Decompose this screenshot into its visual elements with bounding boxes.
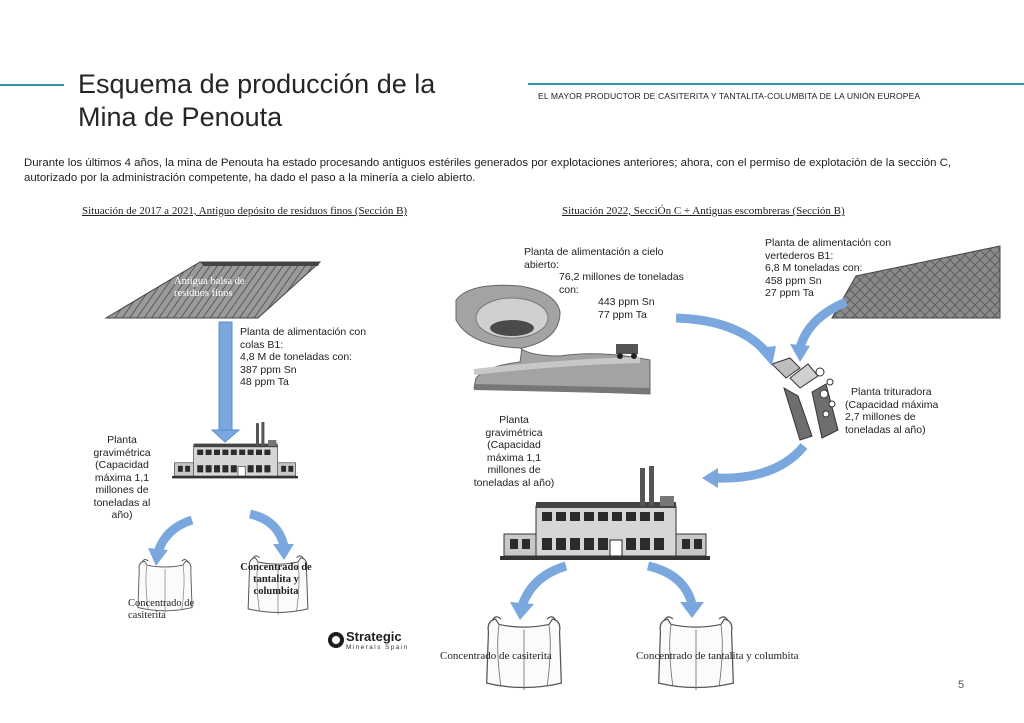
crusher-line-3: 2,7 millones de [845, 411, 916, 423]
crusher-illustration [771, 357, 839, 441]
plant-left-line-1: Planta [107, 434, 137, 446]
plant-left-line-6: toneladas al [93, 496, 151, 509]
bag-tantalite-left-line-1: Concentrado de [240, 562, 312, 573]
plant-right-line-3: (Capacidad [487, 439, 541, 451]
gravimetric-plant-left-info: Planta gravimétrica (Capacidad máxima 1,… [80, 434, 164, 522]
arrow-right-to-bag2 [646, 561, 697, 606]
feed-tailings-line-2: colas B1: [240, 338, 284, 351]
plant-right-line-4: máxima 1,1 [486, 451, 542, 464]
plant-left-line-2: gravimétrica [93, 446, 151, 459]
title-rule-left [0, 84, 64, 86]
section-b-heading: Situación de 2017 a 2021, Antiguo depósi… [82, 205, 408, 217]
dumps-line-3: 6,8 M toneladas con: [765, 262, 863, 274]
crusher-info: Planta trituradora (Capacidad máxima 2,7… [845, 386, 938, 436]
bag-tantalite-left-label: Concentrado de tantalita y columbita [234, 562, 318, 598]
dumps-line-1: Planta de alimentación con [765, 237, 892, 249]
feed-tailings-line-5: 48 ppm Ta [240, 376, 289, 388]
dumps-line-2: vertederos B1: [765, 249, 834, 262]
feed-tailings-info: Planta de alimentación con colas B1: 4,8… [240, 326, 366, 389]
crusher-line-2: (Capacidad máxima [845, 398, 939, 411]
open-pit-line-6: 77 ppm Ta [598, 308, 647, 321]
section-c-heading: Situación 2022, SecciÓn C + Antiguas esc… [562, 205, 845, 217]
plant-right-line-2: gravimétrica [485, 426, 543, 439]
plant-left-line-7: año) [111, 509, 133, 521]
tailings-pond-label-line-1: Antigua balsa de [174, 276, 245, 287]
waste-dumps-illustration [831, 245, 1001, 319]
arrow-left-to-bag1 [153, 515, 194, 554]
title-line-2: Mina de Penouta [78, 102, 283, 132]
bag-casiterite-left-label: Concentrado de casiterita [128, 598, 194, 622]
plant-right-line-6: toneladas al año) [473, 476, 555, 489]
tailings-pond-illustration [104, 261, 322, 319]
arrow-tailings-to-plant [210, 321, 241, 443]
tailings-pond-label-line-2: residuos finos [174, 288, 233, 299]
plant-left-line-4: máxima 1,1 [94, 471, 150, 484]
dumps-feed-info: Planta de alimentación con vertederos B1… [765, 237, 891, 300]
plant-right-line-1: Planta [499, 414, 529, 426]
bag-casiterite-right-label: Concentrado de casiterita [440, 650, 552, 662]
title-line-1: Esquema de producción de la [78, 69, 436, 99]
bag-tantalite-left-line-3: columbita [253, 586, 299, 597]
crusher-line-4: toneladas al año) [845, 423, 926, 436]
strategic-logo: Strategic Minerals Spain [346, 630, 409, 652]
bag-casiterite-left-line-2: casiterita [128, 610, 166, 621]
open-pit-line-2: abierto: [524, 258, 560, 271]
dumps-line-5: 27 ppm Ta [765, 287, 814, 299]
open-pit-line-4: con: [559, 283, 579, 296]
haul-truck-icon [616, 344, 638, 359]
bag-tantalite-left-line-2: tantalita y [253, 574, 299, 585]
plant-right-line-5: millones de [487, 464, 541, 476]
page-number: 5 [958, 679, 965, 691]
logo-name: Strategic [346, 629, 402, 644]
strategic-logo-mark [328, 632, 344, 648]
feed-tailings-line-1: Planta de alimentación con [240, 326, 367, 338]
open-pit-feed-info: Planta de alimentación a cielo abierto: … [524, 246, 684, 321]
tailings-pond-label: Antigua balsa de residuos finos [174, 276, 245, 300]
page-title: Esquema de producción de la Mina de Peno… [78, 68, 435, 134]
crusher-line-1: Planta trituradora [851, 386, 932, 398]
arrow-left-to-bag2 [248, 509, 289, 548]
page-subtitle: EL MAYOR PRODUCTOR DE CASITERITA Y TANTA… [538, 91, 921, 101]
arrow-crusher-to-plant [715, 443, 808, 483]
dumps-line-4: 458 ppm Sn [765, 274, 822, 287]
open-pit-line-1: Planta de alimentación a cielo [524, 246, 664, 258]
plant-left-line-3: (Capacidad [95, 459, 149, 471]
feed-tailings-line-4: 387 ppm Sn [240, 363, 297, 376]
bag-casiterite-left-line-1: Concentrado de [128, 598, 195, 609]
title-rule-right [528, 83, 1024, 85]
open-pit-line-3: 76,2 millones de toneladas [559, 271, 684, 283]
open-pit-illustration [455, 284, 651, 395]
open-pit-line-5: 443 ppm Sn [598, 296, 655, 308]
arrow-dumps-to-crusher [795, 297, 848, 350]
intro-paragraph: Durante los últimos 4 años, la mina de P… [24, 157, 952, 184]
feed-tailings-line-3: 4,8 M de toneladas con: [240, 351, 353, 363]
gravimetric-plant-right-info: Planta gravimétrica (Capacidad máxima 1,… [464, 414, 564, 489]
bag-tantalite-right-label: Concentrado de tantalita y columbita [636, 650, 799, 662]
plant-left-line-5: millones de [95, 484, 149, 496]
arrow-pit-to-crusher [675, 313, 770, 356]
arrow-right-to-bag1 [517, 561, 568, 608]
logo-sub: Minerals Spain [346, 644, 409, 651]
